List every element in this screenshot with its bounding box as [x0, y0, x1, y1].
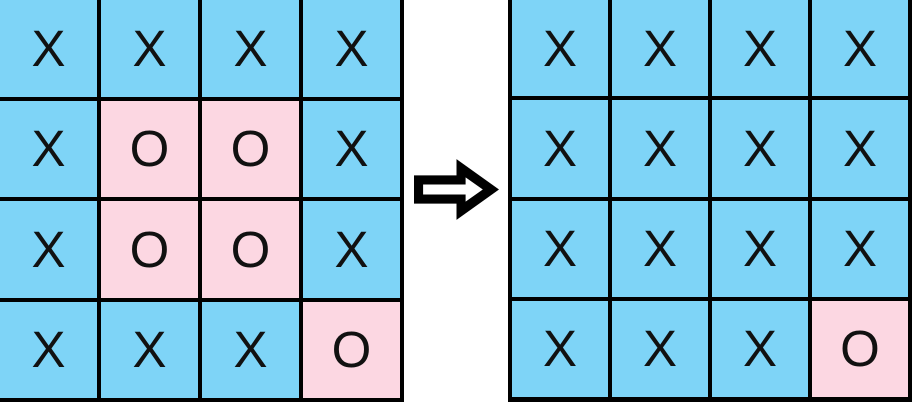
grid-cell-x: X: [303, 201, 400, 298]
grid-cell-x: X: [0, 201, 97, 298]
grid-cell-x: X: [712, 100, 808, 197]
grid-cell-x: X: [0, 0, 97, 97]
grid-cell-o: O: [101, 201, 198, 298]
grid-cell-o: O: [812, 300, 908, 397]
grid-cell-x: X: [512, 300, 608, 397]
grid-cell-x: X: [512, 0, 608, 97]
grid-cell-x: X: [0, 100, 97, 197]
grid-cell-o: O: [202, 100, 299, 197]
grid-cell-o: O: [303, 301, 400, 398]
grid-cell-x: X: [712, 0, 808, 97]
grid-cell-x: X: [612, 0, 708, 97]
grid-cell-o: O: [202, 201, 299, 298]
grid-cell-x: X: [303, 100, 400, 197]
arrow-inner-shape: [422, 177, 483, 202]
grid-cell-o: O: [101, 100, 198, 197]
grid-cell-x: X: [303, 0, 400, 97]
grid-cell-x: X: [612, 200, 708, 297]
grid-cell-x: X: [0, 301, 97, 398]
grid-cell-x: X: [202, 0, 299, 97]
grid-cell-x: X: [512, 200, 608, 297]
arrow-area: [404, 0, 508, 402]
grid-cell-x: X: [812, 200, 908, 297]
transform-arrow-icon: [413, 159, 499, 225]
grid-cell-x: X: [512, 100, 608, 197]
grid-cell-x: X: [202, 301, 299, 398]
grid-cell-x: X: [712, 200, 808, 297]
grid-cell-x: X: [101, 0, 198, 97]
grid-cell-x: X: [101, 301, 198, 398]
grid-cell-x: X: [612, 100, 708, 197]
grid-cell-x: X: [812, 0, 908, 97]
grid-cell-x: X: [712, 300, 808, 397]
grid-cell-x: X: [612, 300, 708, 397]
grid-cell-x: X: [812, 100, 908, 197]
